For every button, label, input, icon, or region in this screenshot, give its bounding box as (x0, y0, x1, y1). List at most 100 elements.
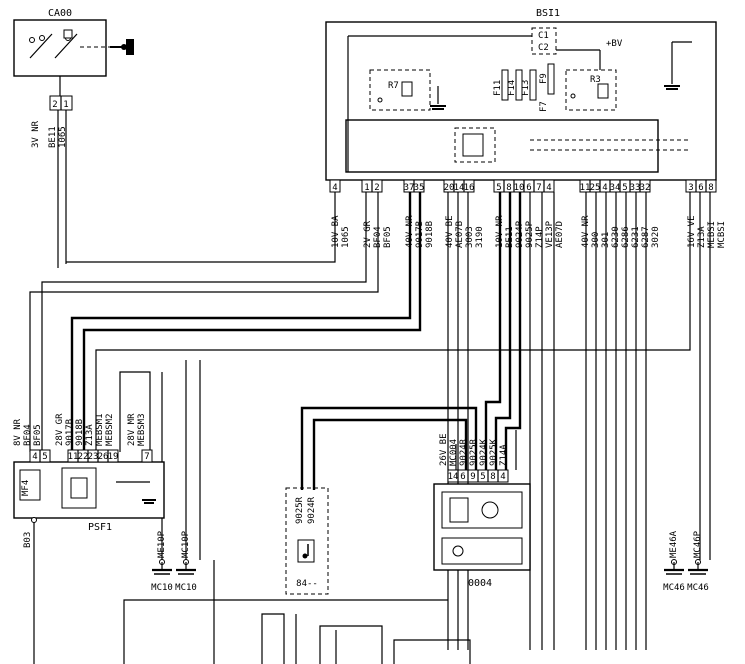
pin-number: 9 (470, 472, 475, 482)
wire-label: 3003 (465, 226, 475, 248)
svg-text:2: 2 (52, 100, 57, 110)
svg-text:MF4: MF4 (21, 480, 31, 496)
wire-label: BF04 (23, 424, 33, 446)
ground-point: ME46A MC46 (663, 530, 685, 593)
wire-label: 9025R (469, 438, 479, 466)
ground-point-label: MC10P (181, 530, 191, 558)
pin-number: 22 (78, 452, 89, 462)
b4-component: 84-- 9025R 9024R (285, 487, 329, 595)
svg-text:C1: C1 (538, 31, 549, 41)
wire-label: MEBSM2 (105, 413, 115, 446)
svg-text:9024R: 9024R (307, 496, 317, 524)
wire-label: 3020 (651, 226, 661, 248)
svg-text:1: 1 (63, 100, 68, 110)
fuse-f13: F13 (521, 69, 537, 101)
pin-number: 11 (68, 452, 79, 462)
c0004-label: 0004 (468, 578, 492, 589)
wire-label: Z14P (535, 226, 545, 248)
key-icon (110, 39, 134, 55)
fuse-f9: F9 (539, 63, 555, 95)
pin-number: 4 (602, 183, 607, 193)
psf1-component: PSF1 MF4 B03 (13, 461, 165, 548)
wire-label: 28V MR (127, 413, 137, 446)
pin-number: 16 (464, 183, 475, 193)
pin-number: 14 (454, 183, 465, 193)
relay-r7-label: R7 (388, 81, 399, 91)
pin-number: 6 (460, 472, 465, 482)
pin-number: 8 (490, 472, 495, 482)
svg-text:F7: F7 (539, 101, 549, 112)
ground-label: MC46 (687, 583, 709, 593)
supply-label: +BV (606, 39, 623, 49)
pin-number: 5 (480, 472, 485, 482)
pin-number: 34 (610, 183, 621, 193)
ground-label: MC46 (663, 583, 685, 593)
pin-number: 6 (526, 183, 531, 193)
svg-text:B03: B03 (23, 532, 33, 548)
ground-icon (688, 562, 708, 575)
pin-number: 32 (640, 183, 651, 193)
wire-label: AE07B (455, 221, 465, 248)
pin-number: 37 (404, 183, 415, 193)
svg-text:BE11: BE11 (48, 126, 58, 148)
wire-label: 9024R (459, 438, 469, 466)
pin-number: 4 (32, 452, 37, 462)
music-note-icon (302, 544, 309, 559)
svg-text:1065: 1065 (58, 126, 68, 148)
wire-label: 1065 (341, 226, 351, 248)
wire-label: 9024K (479, 438, 489, 466)
wire-harness (29, 192, 711, 664)
pin-number: 2 (374, 183, 379, 193)
pin-number: 26 (98, 452, 109, 462)
wire-label: MC004 (449, 439, 459, 466)
fuse-f11: F11 (493, 69, 509, 101)
wire-label: 9025K (489, 438, 499, 466)
fuse-f14: F14 (507, 69, 523, 101)
pin-number: 4 (500, 472, 505, 482)
wire-label: 26V BE (439, 433, 449, 466)
ground-point: MC46P MC46 (687, 530, 709, 593)
ground-icon (142, 499, 156, 504)
pin-number: 8 (708, 183, 713, 193)
pin-number: 35 (414, 183, 425, 193)
wire-label: 9018B (75, 419, 85, 446)
ground-icon (664, 85, 680, 90)
svg-text:F14: F14 (507, 80, 517, 96)
wire-label: 10V BA (331, 215, 341, 248)
wire-label: 16V VE (687, 215, 697, 248)
wire-label: AE07D (555, 221, 565, 248)
svg-text:F9: F9 (539, 73, 549, 84)
pin-number: 20 (444, 183, 455, 193)
b4-label: 84-- (296, 579, 318, 589)
ground-icon (176, 562, 196, 575)
ground-point-label: MC46P (693, 530, 703, 558)
fuse-f7: F7 (539, 101, 549, 112)
wire-label: BF05 (383, 226, 393, 248)
wire-label: 9017B (65, 419, 75, 446)
ground-icon (664, 562, 684, 575)
pin-number: 11 (580, 183, 591, 193)
wire-label: Z13A (697, 226, 707, 248)
wire-label: MEBSI (707, 221, 717, 248)
svg-text:C2: C2 (538, 43, 549, 53)
ground-point-label: ME10P (157, 530, 167, 558)
ground-icon (152, 562, 172, 575)
bsi1-component: BSI1 C1 C2 R7 R3 +BV F11 F14 F13 (325, 8, 717, 181)
wire-label: 2V GR (363, 220, 373, 248)
ground-point-label: ME46A (669, 530, 679, 558)
bsi1-label: BSI1 (536, 8, 560, 19)
pin-number: 25 (590, 183, 601, 193)
pin-number: 4 (332, 183, 337, 193)
pin-number: 5 (622, 183, 627, 193)
wire-label: MEBSM1 (95, 413, 105, 446)
wire-label: MEBSM3 (137, 413, 147, 446)
svg-text:F11: F11 (493, 80, 503, 96)
svg-text:F13: F13 (521, 80, 531, 96)
pin-number: 14 (448, 472, 459, 482)
